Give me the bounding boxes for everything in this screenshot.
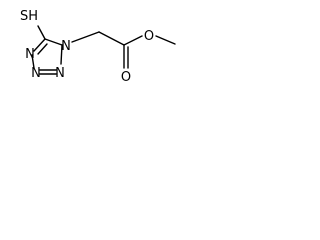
thiol-label: SH xyxy=(20,9,38,24)
bond-c5-s xyxy=(37,25,46,40)
bond-n3-n4 xyxy=(31,54,35,69)
bond-c-o-ether xyxy=(123,35,143,46)
bond-n1-n2 xyxy=(60,44,63,65)
ring-n2-label: N xyxy=(55,66,65,81)
ester-o-carbonyl-label: O xyxy=(121,70,131,85)
bond-o-ch3 xyxy=(155,35,176,45)
ring-n4-label: N xyxy=(25,47,35,62)
bond-c5-n1 xyxy=(44,38,63,46)
bond-n4-c5-double xyxy=(37,43,48,55)
chemical-structure-diagram: SH N N N N O O xyxy=(20,9,176,85)
ester-o-ether-label: O xyxy=(144,29,154,44)
ring-n1-label: N xyxy=(61,39,71,54)
bond-n1-ch2 xyxy=(71,31,100,43)
bond-ch2-c xyxy=(98,31,125,46)
bond-n4-c5 xyxy=(33,38,46,52)
ring-n3-label: N xyxy=(31,66,41,81)
